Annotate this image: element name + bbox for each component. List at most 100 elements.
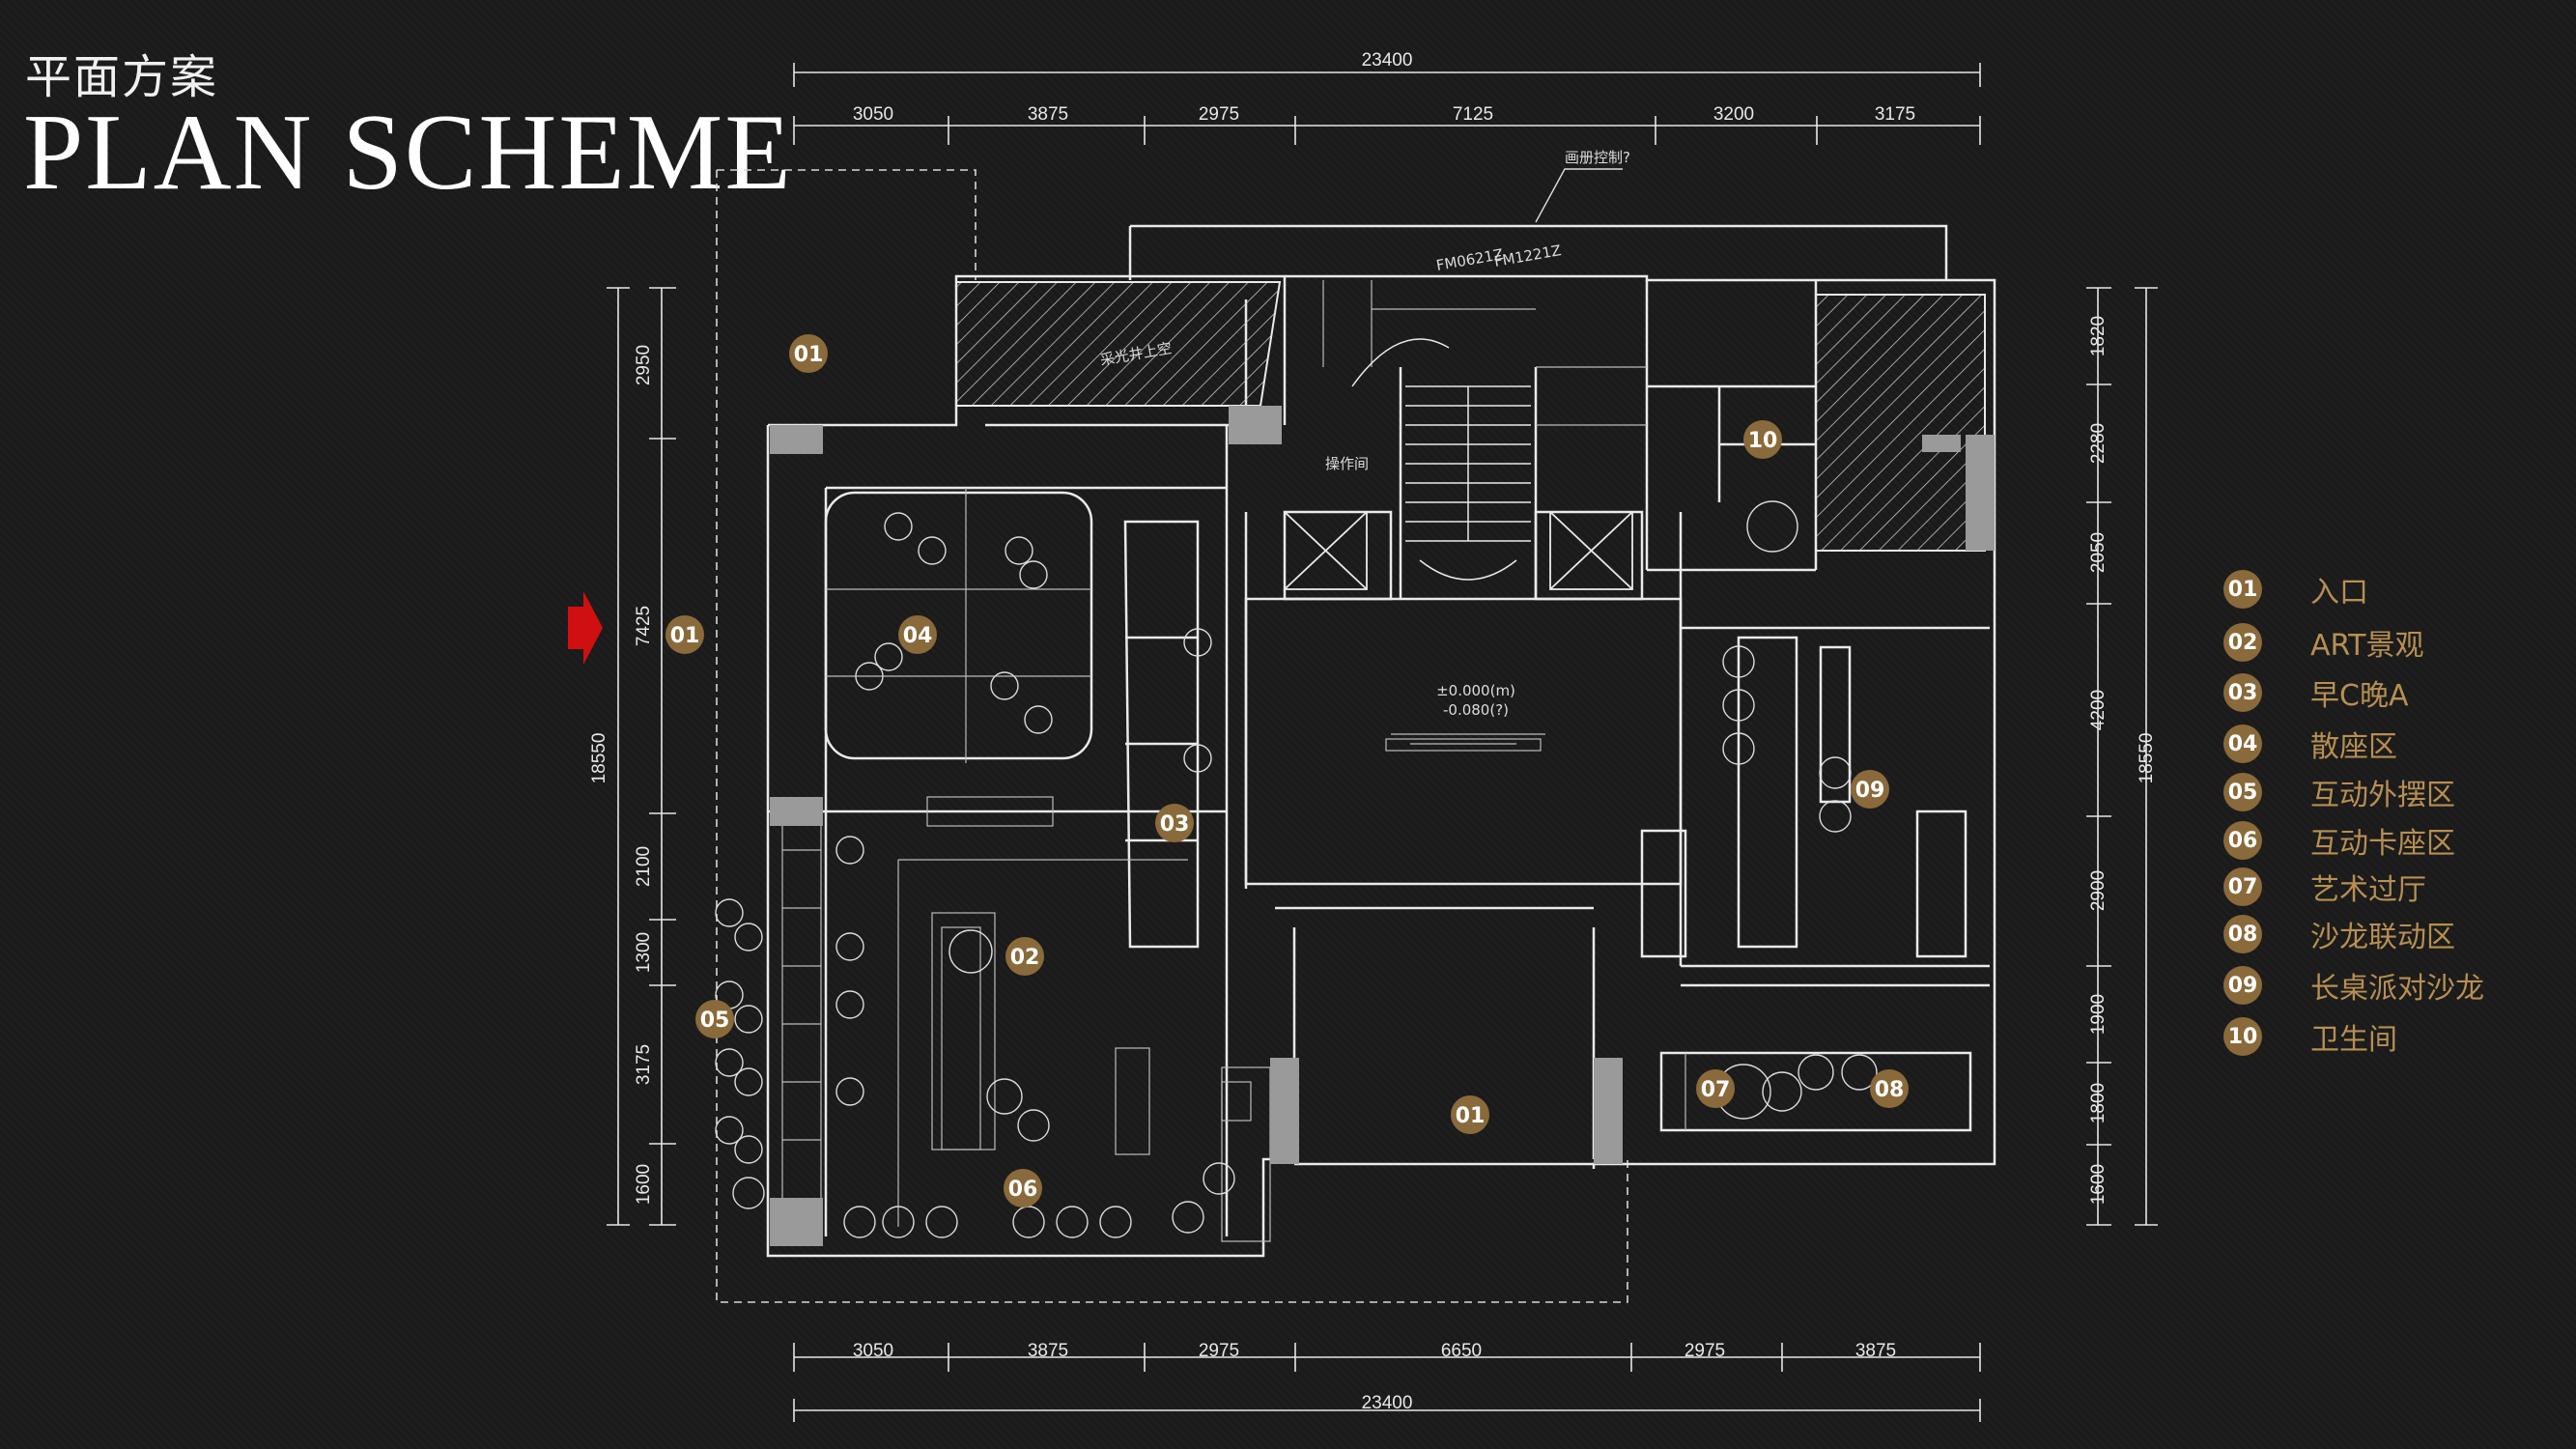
dimension-lines — [607, 63, 2158, 1422]
legend-label: ART景观 — [2310, 629, 2424, 663]
marker-label: 01 — [1456, 1104, 1486, 1128]
legend-label: 互动外摆区 — [2310, 779, 2455, 812]
interior-details — [781, 280, 1686, 1242]
dim-right-seg: 2280 — [2088, 423, 2109, 464]
dim-bottom-seg: 6650 — [1441, 1341, 1482, 1361]
plan-markers: 01 01 01 02 03 04 05 06 07 08 09 10 — [665, 334, 1909, 1208]
legend-badge: 07 — [2223, 867, 2262, 906]
legend-label: 沙龙联动区 — [2310, 921, 2455, 954]
legend-item: 03 早C晚A — [2223, 673, 2409, 713]
wall-blocks — [770, 406, 1995, 1246]
marker-art-hall: 07 — [1696, 1069, 1735, 1108]
dim-top-seg: 2975 — [1199, 104, 1239, 125]
legend-label: 散座区 — [2310, 730, 2397, 764]
marker-label: 09 — [1855, 779, 1885, 803]
dim-right-seg: 1900 — [2088, 994, 2109, 1035]
legend-item: 06 互动卡座区 — [2223, 821, 2455, 861]
marker-label: 01 — [794, 343, 824, 367]
dim-right-seg: 1600 — [2088, 1164, 2109, 1205]
skylight-void — [955, 281, 1282, 407]
dim-right-seg: 1800 — [2088, 1083, 2109, 1123]
marker-label: 10 — [1748, 429, 1778, 453]
level-label: ±0.000(m) — [1436, 682, 1515, 699]
furniture — [715, 500, 1878, 1238]
marker-label: 08 — [1875, 1078, 1905, 1102]
dim-left-seg: 7425 — [634, 606, 654, 646]
legend-item: 02 ART景观 — [2223, 623, 2424, 663]
dim-left-seg: 1600 — [634, 1164, 654, 1205]
legend-label: 长桌派对沙龙 — [2310, 972, 2484, 1006]
room-label: 操作间 — [1325, 455, 1369, 472]
level-label: -0.080(?) — [1443, 701, 1509, 719]
legend-item: 09 长桌派对沙龙 — [2223, 966, 2484, 1006]
legend-item: 05 互动外摆区 — [2223, 773, 2455, 812]
marker-label: 01 — [670, 624, 700, 648]
dim-top-seg: 3200 — [1713, 104, 1754, 125]
marker-art: 02 — [1005, 937, 1044, 976]
legend-badge: 10 — [2223, 1017, 2262, 1056]
stair — [1351, 338, 1531, 581]
legend-badge: 02 — [2223, 623, 2262, 662]
door-tag: FM1221Z — [1493, 242, 1563, 270]
marker-label: 02 — [1010, 946, 1040, 970]
marker-label: 06 — [1008, 1178, 1038, 1202]
dim-right-total: 18550 — [2137, 733, 2157, 784]
dim-right-seg: 2050 — [2088, 532, 2109, 573]
marker-entrance-bottom: 01 — [1451, 1095, 1489, 1134]
dim-right-seg: 1820 — [2088, 316, 2109, 356]
marker-label: 03 — [1160, 812, 1190, 837]
page-title-en: PLAN SCHEME — [23, 93, 793, 213]
dim-left-total: 18550 — [589, 733, 609, 784]
legend-label: 早C晚A — [2310, 679, 2409, 713]
dim-bottom-seg: 3050 — [853, 1341, 893, 1361]
legend-item: 01 入口 — [2223, 570, 2368, 610]
dim-bottom-seg: 3875 — [1028, 1341, 1068, 1361]
dim-bottom-total: 23400 — [1362, 1393, 1413, 1413]
legend-badge: 05 — [2223, 773, 2262, 811]
marker-salon: 08 — [1870, 1069, 1909, 1108]
marker-booth: 06 — [1004, 1169, 1042, 1208]
legend-item: 08 沙龙联动区 — [2223, 915, 2455, 954]
legend-label: 艺术过厅 — [2310, 873, 2426, 907]
legend-badge: 04 — [2223, 724, 2262, 763]
legend-badge: 01 — [2223, 570, 2262, 609]
marker-label: 04 — [903, 624, 933, 648]
legend-badge: 09 — [2223, 966, 2262, 1005]
legend-badge: 06 — [2223, 821, 2262, 860]
dim-bottom-seg: 3875 — [1855, 1341, 1896, 1361]
dim-left-seg: 1300 — [634, 932, 654, 973]
marker-long-table: 09 — [1851, 770, 1889, 809]
dim-top-total: 23400 — [1362, 50, 1413, 71]
hatched-room — [1815, 294, 1986, 552]
dim-left-seg: 3175 — [634, 1044, 654, 1085]
elevator — [1284, 511, 1633, 590]
dim-top-seg: 3050 — [853, 104, 893, 125]
marker-label: 05 — [700, 1009, 730, 1033]
marker-coffee: 03 — [1155, 804, 1194, 842]
legend-label: 互动卡座区 — [2310, 827, 2455, 861]
marker-label: 07 — [1701, 1078, 1731, 1102]
marker-entrance-top: 01 — [789, 334, 828, 373]
dim-right-seg: 2900 — [2088, 870, 2109, 911]
marker-outdoor: 05 — [695, 1000, 734, 1038]
legend-item: 04 散座区 — [2223, 724, 2397, 764]
dim-left-seg: 2950 — [634, 345, 654, 385]
dim-top-seg: 7125 — [1453, 104, 1493, 125]
legend-item: 07 艺术过厅 — [2223, 867, 2426, 907]
site-boundary — [716, 169, 1628, 1303]
marker-restroom: 10 — [1743, 420, 1782, 459]
walls — [766, 224, 1996, 1258]
dim-right-seg: 4200 — [2088, 690, 2109, 730]
top-note: 画册控制? — [1565, 149, 1630, 166]
dim-top-seg: 3175 — [1875, 104, 1915, 125]
legend-label: 入口 — [2310, 576, 2368, 610]
legend-item: 10 卫生间 — [2223, 1017, 2397, 1057]
dim-bottom-seg: 2975 — [1684, 1341, 1725, 1361]
marker-lounge: 04 — [898, 615, 937, 654]
legend-badge: 03 — [2223, 673, 2262, 712]
legend-badge: 08 — [2223, 915, 2262, 953]
legend-label: 卫生间 — [2310, 1023, 2397, 1057]
leader-line — [1535, 168, 1623, 223]
page-title-cn: 平面方案 — [25, 50, 219, 104]
